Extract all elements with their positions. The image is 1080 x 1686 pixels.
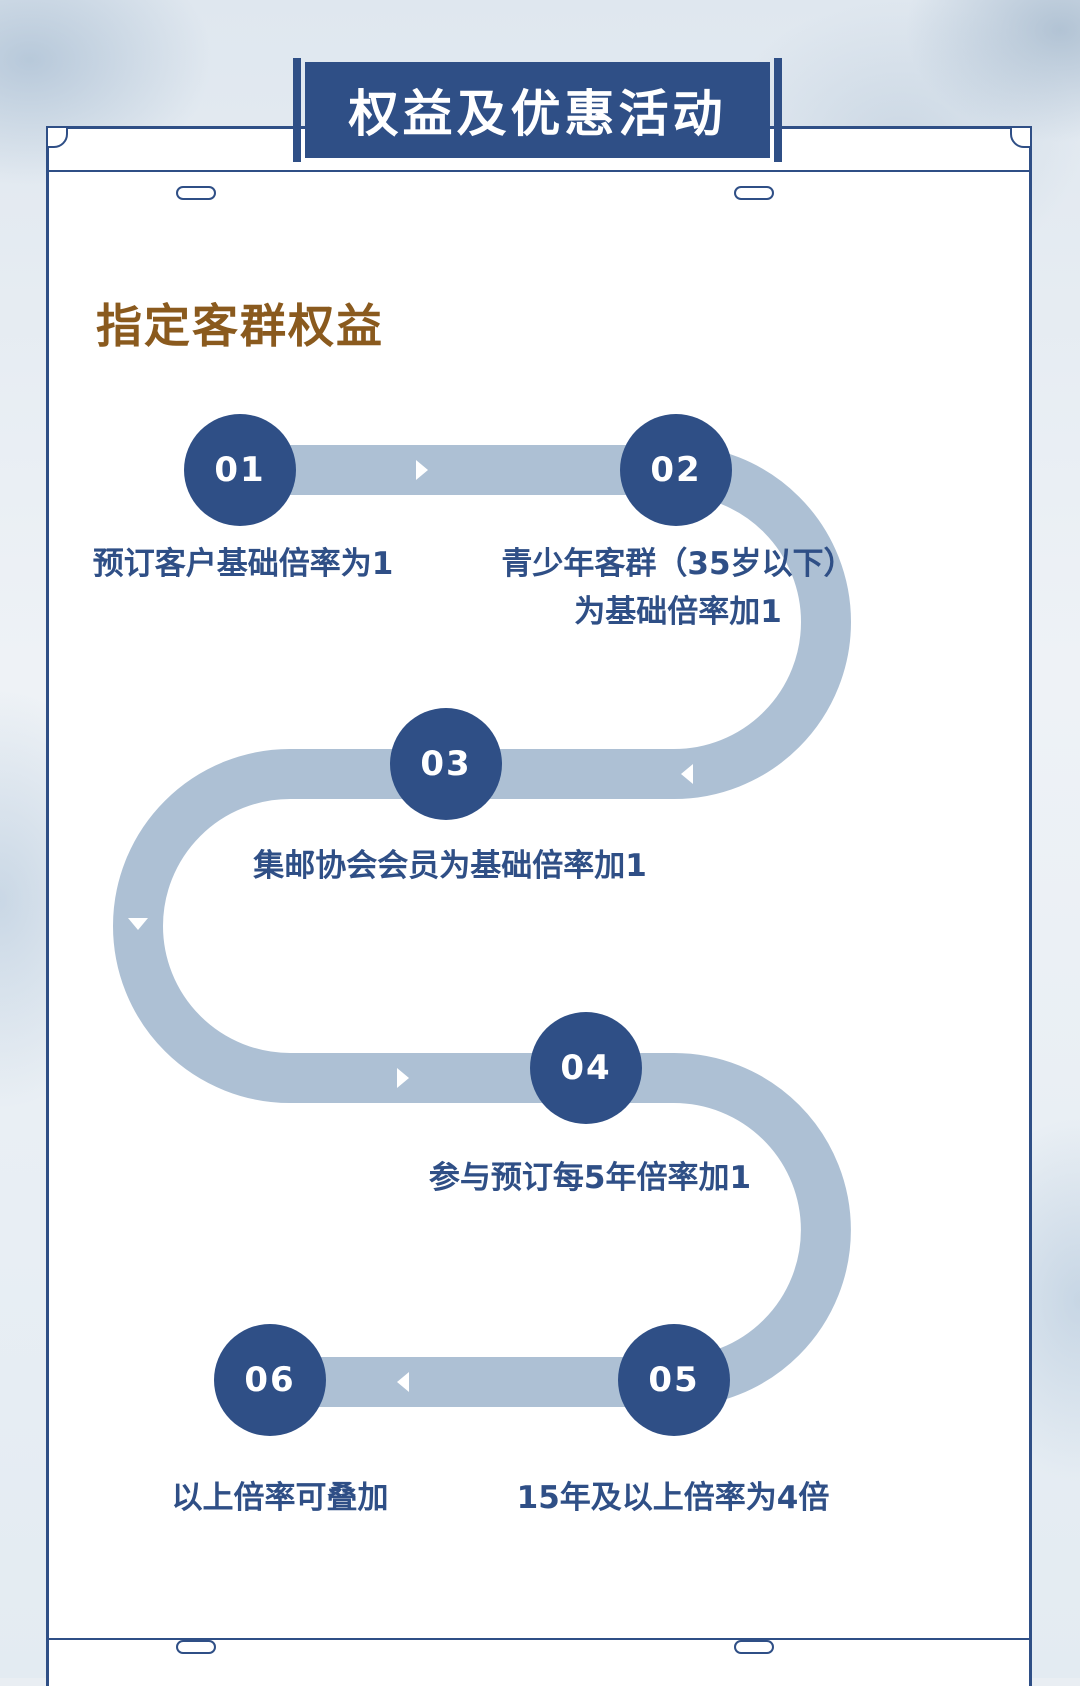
- step-05-text: 15年及以上倍率为4倍: [516, 1480, 830, 1516]
- page-title: 权益及优惠活动: [348, 85, 727, 143]
- scroll-hook-ornament: [176, 186, 216, 200]
- frame-corner-ornament-left: [46, 126, 68, 148]
- step-01-badge: 01: [184, 414, 296, 526]
- arrow-down-icon: [945, 614, 965, 626]
- scroll-hook-ornament: [176, 1640, 216, 1654]
- frame-top-rule: [46, 170, 1032, 172]
- arrow-right-icon: [416, 460, 428, 480]
- arrow-down-icon: [943, 1222, 963, 1234]
- step-06-text: 以上倍率可叠加: [171, 1480, 389, 1516]
- title-banner: 权益及优惠活动: [293, 58, 782, 162]
- step-02-badge: 02: [620, 414, 732, 526]
- arrow-left-icon: [397, 1372, 409, 1392]
- step-02-text-line2: 为基础倍率加1: [574, 594, 782, 630]
- direction-arrows: [128, 460, 965, 1392]
- content-frame: [46, 126, 1032, 1686]
- frame-bottom-rule: [46, 1638, 1032, 1640]
- frame-corner-ornament-right: [1010, 126, 1032, 148]
- step-04-badge: 04: [530, 1012, 642, 1124]
- step-01-text: 预订客户基础倍率为1: [92, 546, 394, 582]
- arrow-right-icon: [397, 1068, 409, 1088]
- step-03-text: 集邮协会会员为基础倍率加1: [253, 848, 647, 884]
- step-03-badge: 03: [390, 708, 502, 820]
- arrow-left-icon: [681, 764, 693, 784]
- step-06-badge: 06: [214, 1324, 326, 1436]
- section-title: 指定客群权益: [96, 299, 384, 353]
- scroll-hook-ornament: [734, 1640, 774, 1654]
- step-04-text: 参与预订每5年倍率加1: [428, 1160, 752, 1196]
- arrow-down-icon: [128, 918, 148, 930]
- step-02-text-line1: 青少年客群（35岁以下）: [501, 546, 855, 582]
- scroll-hook-ornament: [734, 186, 774, 200]
- step-05-badge: 05: [618, 1324, 730, 1436]
